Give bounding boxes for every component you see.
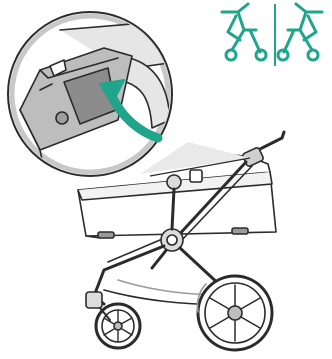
stroller-rear-facing-icon bbox=[278, 4, 322, 60]
seat-hub bbox=[167, 175, 181, 189]
detail-callout bbox=[8, 12, 250, 176]
stroller-forward-facing-icon bbox=[222, 4, 266, 60]
